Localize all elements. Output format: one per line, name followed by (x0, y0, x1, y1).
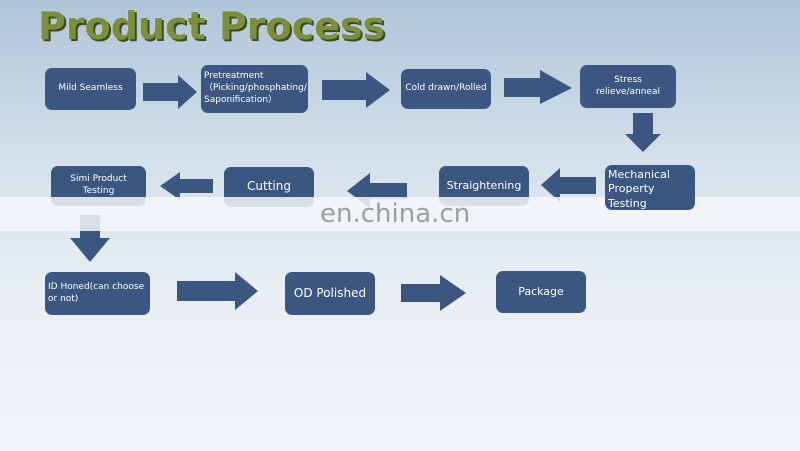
step-od-polished: OD Polished (285, 272, 375, 315)
step-mild-seamless: Mild Seamless (45, 68, 136, 110)
step-cold-drawn: Cold drawn/Rolled (401, 69, 491, 109)
pretreatment-line-3: Saponification） (204, 94, 278, 105)
arrow-right-5 (401, 275, 466, 311)
arrow-right-2 (322, 72, 390, 108)
step-id-honed: ID Honed(can choose or not) (45, 272, 150, 315)
pretreatment-line-1: Pretreatment (204, 71, 264, 82)
arrow-down-1 (625, 113, 661, 152)
arrow-right-3 (504, 70, 572, 104)
pretreatment-line-2: （Picking/phosphating/ (204, 83, 307, 94)
step-package: Package (496, 271, 586, 313)
watermark: en.china.cn (320, 199, 471, 229)
arrow-left-3 (160, 172, 213, 200)
step-pretreatment: Pretreatment （Picking/phosphating/ Sapon… (201, 65, 308, 113)
page-title: Product Process (38, 4, 386, 48)
arrow-left-1 (541, 168, 596, 202)
arrow-right-1 (143, 75, 197, 109)
step-stress-relieve: Stress relieve/anneal (580, 65, 676, 108)
arrow-right-4 (177, 272, 258, 310)
step-mechanical-testing: Mechanical Property Testing (605, 165, 695, 210)
